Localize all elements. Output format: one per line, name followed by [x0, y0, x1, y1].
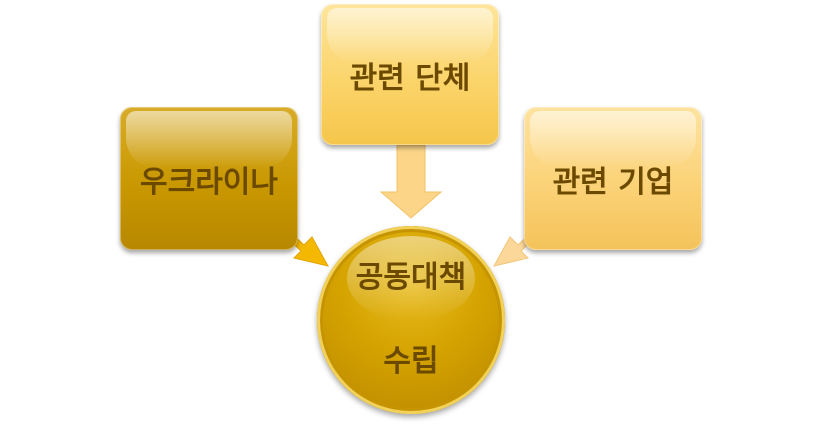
node-joint-countermeasures-line1: 공동대책	[355, 260, 467, 295]
node-related-companies-label: 관련 기업	[552, 164, 674, 200]
node-related-organizations-label: 관련 단체	[349, 60, 471, 96]
arrow-top-to-center	[379, 144, 443, 219]
node-joint-countermeasures-label: 공동대책 수립	[356, 215, 466, 425]
node-ukraine-label: 우크라이나	[140, 164, 278, 200]
node-joint-countermeasures: 공동대책 수립	[317, 226, 505, 414]
node-related-organizations: 관련 단체	[321, 4, 499, 145]
node-related-companies: 관련 기업	[524, 107, 702, 250]
diagram: 우크라이나 관련 단체 관련 기업 공동대책 수립	[120, 4, 702, 414]
node-joint-countermeasures-line2: 수립	[383, 344, 439, 379]
node-ukraine: 우크라이나	[120, 107, 298, 250]
